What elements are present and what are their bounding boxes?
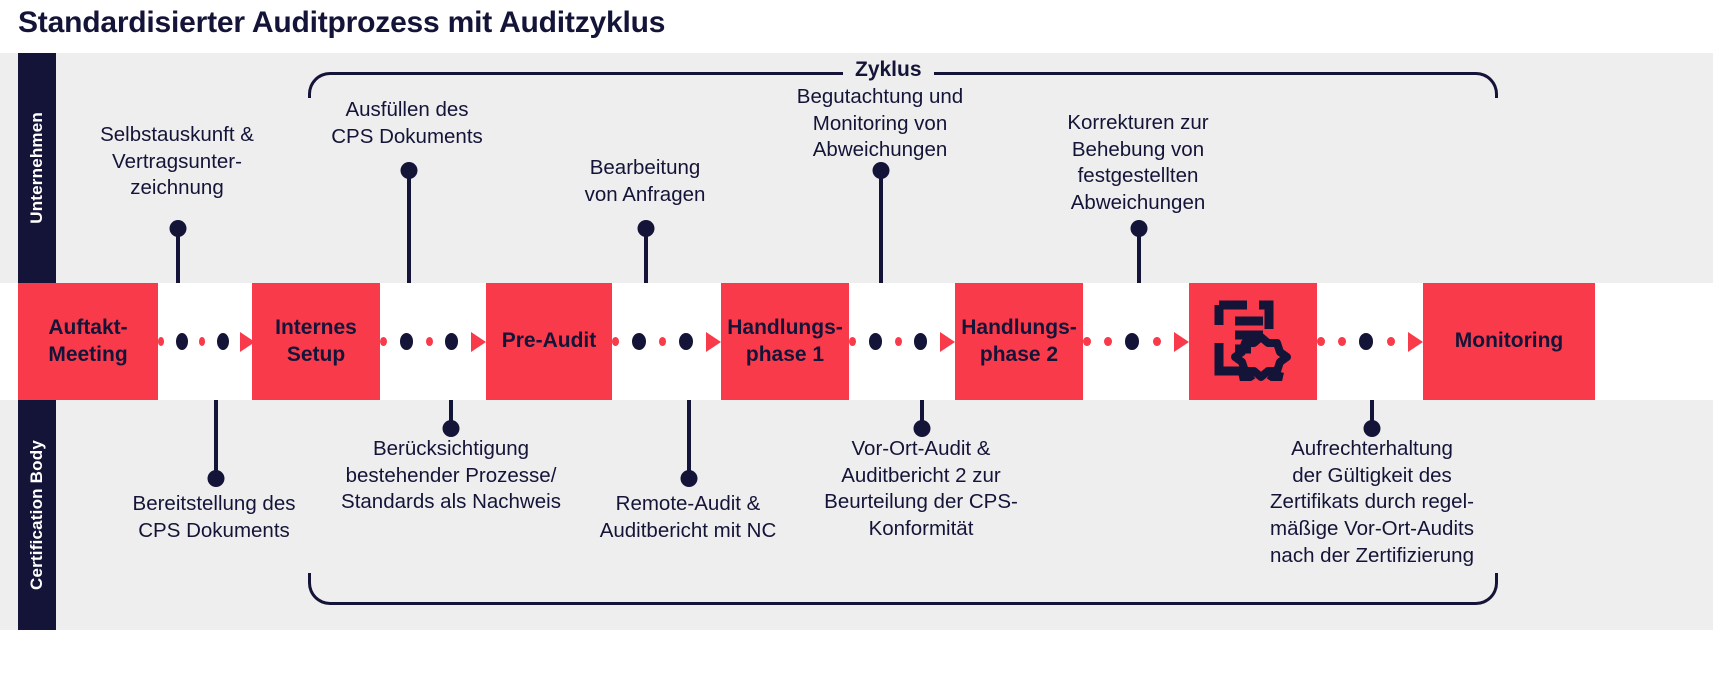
connector-dot-small: [849, 337, 857, 346]
process-step-zertifikat[interactable]: [1189, 283, 1317, 400]
process-step-handlungsphase-1[interactable]: Handlungs- phase 1: [721, 283, 849, 400]
leader-line-remote-audit: [687, 399, 691, 479]
connector-2: [380, 283, 486, 400]
process-step-pre-audit-label: Pre-Audit: [501, 329, 597, 353]
cycle-label: Zyklus: [843, 58, 934, 82]
process-step-auftakt-meeting-label: Auftakt- Meeting: [48, 315, 128, 366]
lane-band-certification-body: [0, 400, 1713, 630]
connector-dot-large: [445, 333, 459, 350]
annotation-selbstauskunft: Selbstauskunft & Vertragsunter- zeichnun…: [100, 123, 254, 200]
annotation-beruecksichtigung: Berücksichtigung bestehender Prozesse/ S…: [341, 437, 561, 514]
connector-arrow-icon: [706, 331, 722, 352]
connector-dot-small: [1152, 337, 1161, 346]
leader-line-selbstauskunft: [176, 228, 180, 284]
connector-dot-large: [679, 333, 694, 350]
leader-line-vor-ort-audit: [920, 399, 924, 429]
connector-dot-small: [611, 337, 620, 346]
connector-arrow-icon: [940, 331, 955, 352]
connector-dot-large: [216, 333, 229, 350]
cycle-bracket-bottom: [308, 573, 1498, 605]
connector-dot-small: [199, 337, 206, 346]
annotation-ausfuellen-cps: Ausfüllen des CPS Dokuments: [331, 98, 483, 148]
connector-dot-large: [868, 333, 882, 350]
lane-band-unternehmen: [0, 53, 1713, 283]
connector-arrow-icon: [1174, 331, 1189, 352]
connector-dot-small: [1386, 337, 1395, 346]
connector-dot-large: [1359, 333, 1374, 350]
process-step-handlungsphase-1-label: Handlungs- phase 1: [727, 315, 843, 366]
lane-tab-unternehmen: Unternehmen: [18, 53, 56, 283]
connector-arrow-icon: [1408, 331, 1423, 352]
connector-dot-small: [425, 337, 433, 346]
connector-dot-small: [1083, 337, 1091, 346]
connector-1: [158, 283, 255, 400]
annotation-aufrechterhaltung: Aufrechterhaltung der Gültigkeit des Zer…: [1270, 437, 1474, 567]
connector-arrow-icon: [471, 331, 486, 352]
annotation-bereitstellung-cps: Bereitstellung des CPS Dokuments: [132, 492, 296, 542]
process-step-internes-setup-label: Internes Setup: [275, 315, 357, 366]
process-step-auftakt-meeting[interactable]: Auftakt- Meeting: [18, 283, 158, 400]
connector-arrow-icon: [240, 331, 255, 352]
process-step-handlungsphase-2[interactable]: Handlungs- phase 2: [955, 283, 1083, 400]
leader-line-bearbeitung: [644, 228, 648, 284]
connector-dot-large: [1125, 333, 1140, 350]
process-step-pre-audit[interactable]: Pre-Audit: [486, 283, 612, 400]
process-step-monitoring[interactable]: Monitoring: [1423, 283, 1595, 400]
lane-tab-unternehmen-label: Unternehmen: [27, 112, 46, 224]
connector-dot-small: [659, 337, 667, 346]
annotation-remote-audit: Remote-Audit & Auditbericht mit NC: [599, 492, 777, 542]
connector-dot-large: [914, 333, 928, 350]
connector-6: [1317, 283, 1423, 400]
leader-line-bereitstellung-cps: [214, 399, 218, 479]
connector-dot-small: [894, 337, 902, 346]
certificate-icon: [1207, 295, 1299, 389]
connector-dot-small: [380, 337, 388, 346]
leader-line-ausfuellen-cps: [407, 170, 411, 284]
connector-4: [849, 283, 955, 400]
annotation-vor-ort-audit: Vor-Ort-Audit & Auditbericht 2 zur Beurt…: [824, 437, 1018, 540]
lane-tab-certification-body: Certification Body: [18, 400, 56, 630]
lane-tab-certification-body-label: Certification Body: [27, 439, 46, 590]
connector-dot-large: [399, 333, 413, 350]
connector-3: [611, 283, 722, 400]
process-row: Auftakt- Meeting Internes Setup Pre-Audi…: [0, 283, 1713, 400]
connector-dot-small: [1317, 337, 1325, 346]
process-step-handlungsphase-2-label: Handlungs- phase 2: [961, 315, 1077, 366]
connector-dot-small: [1338, 337, 1346, 346]
leader-line-aufrechterhaltung: [1370, 399, 1374, 429]
connector-dot-large: [632, 333, 647, 350]
connector-dot-large: [175, 333, 188, 350]
connector-dot-small: [1104, 337, 1112, 346]
leader-line-begutachtung: [879, 170, 883, 284]
leader-line-beruecksichtigung: [449, 399, 453, 429]
process-step-monitoring-label: Monitoring: [1454, 329, 1564, 353]
page-title: Standardisierter Auditprozess mit Auditz…: [18, 6, 666, 39]
annotation-korrekturen: Korrekturen zur Behebung von festgestell…: [1067, 111, 1209, 214]
annotation-begutachtung: Begutachtung und Monitoring von Abweichu…: [796, 85, 964, 162]
connector-dot-small: [158, 337, 165, 346]
annotation-bearbeitung: Bearbeitung von Anfragen: [584, 156, 706, 206]
connector-5: [1083, 283, 1189, 400]
leader-line-korrekturen: [1137, 228, 1141, 284]
process-step-internes-setup[interactable]: Internes Setup: [252, 283, 380, 400]
